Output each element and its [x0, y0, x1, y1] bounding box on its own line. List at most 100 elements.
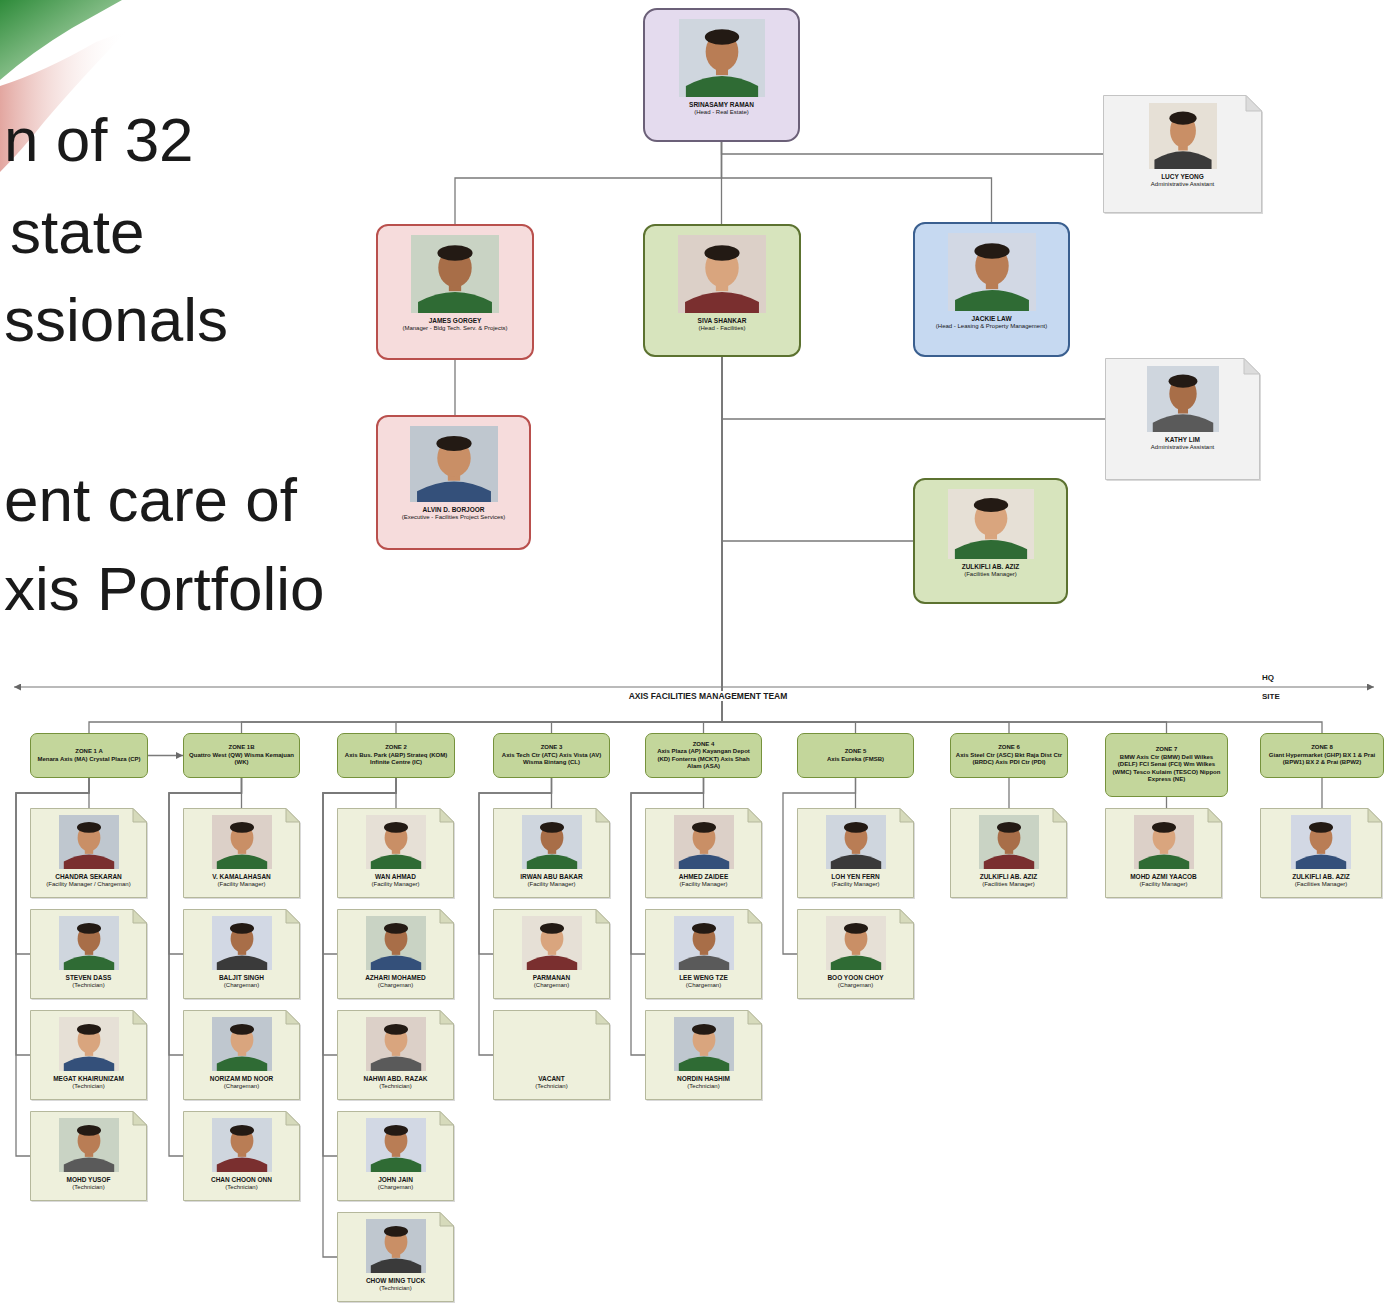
node-subtitle: (Facilities Manager)	[1266, 881, 1376, 889]
portrait-photo	[948, 489, 1034, 559]
portrait-photo	[410, 426, 498, 502]
node-subtitle: (Manager - Bldg Tech. Serv. & Projects)	[384, 325, 526, 333]
node-subtitle: Giant Hypermarket (GHP) BX 1 & Prai (BPW…	[1265, 752, 1379, 767]
leasing-card: JACKIE LAW(Head - Leasing & Property Man…	[913, 222, 1070, 357]
assistant-card: KATHY LIMAdministrative Assistant	[1105, 358, 1260, 480]
slide-text: n of 32	[4, 109, 194, 171]
node-title: PARMANAN	[499, 974, 604, 982]
node-subtitle: (Technician)	[499, 1083, 604, 1091]
zone-box: ZONE 7BMW Axis Ctr (BMW) Dell Wilkes (DE…	[1105, 733, 1228, 797]
zone-box: ZONE 1BQuattro West (QW) Wisma Kemajuan …	[183, 733, 300, 778]
node-subtitle: (Facility Manager)	[343, 881, 448, 889]
assistant-card: LUCY YEONGAdministrative Assistant	[1103, 95, 1262, 213]
staff-card: NORIZAM MD NOOR(Chargeman)	[183, 1010, 300, 1100]
node-subtitle: (Technician)	[189, 1184, 294, 1192]
slide-text: ent care of	[4, 469, 297, 531]
zone-box: ZONE 1 AMenara Axis (MA) Crystal Plaza (…	[30, 733, 148, 778]
facilities-card: SIVA SHANKAR(Head - Facilities)	[643, 224, 801, 357]
node-subtitle: (Executive - Facilities Project Services…	[384, 514, 523, 522]
node-title: ZULKIFLI AB. AZIZ	[956, 873, 1061, 881]
connector-line	[722, 357, 856, 733]
staff-card: AHMED ZAIDEE(Facility Manager)	[645, 808, 762, 898]
connector-line	[722, 357, 1167, 733]
facilities-card: ZULKIFLI AB. AZIZ(Facilities Manager)	[913, 478, 1068, 604]
node-title: ZONE 4	[650, 741, 757, 749]
staff-card: LEE WENG TZE(Chargeman)	[645, 909, 762, 999]
team-band-label: AXIS FACILITIES MANAGEMENT TEAM	[626, 691, 791, 701]
portrait-photo	[366, 1017, 426, 1071]
node-subtitle: (Head - Facilities)	[651, 325, 793, 333]
portrait-photo	[1147, 366, 1219, 432]
staff-card: VACANT(Technician)	[493, 1010, 610, 1100]
node-title: CHOW MING TUCK	[343, 1277, 448, 1285]
node-subtitle: (Chargeman)	[189, 1083, 294, 1091]
staff-card: ZULKIFLI AB. AZIZ(Facilities Manager)	[950, 808, 1067, 898]
connector-line	[722, 357, 913, 541]
node-title: ZONE 3	[498, 744, 605, 752]
portrait-photo	[366, 916, 426, 970]
node-title: ZONE 2	[342, 744, 450, 752]
staff-card: ZULKIFLI AB. AZIZ(Facilities Manager)	[1260, 808, 1382, 898]
zone-box: ZONE 6Axis Steel Ctr (ASC) Bkt Raja Dist…	[950, 733, 1068, 778]
node-title: NORIZAM MD NOOR	[189, 1075, 294, 1083]
node-subtitle: (Facility Manager)	[803, 881, 908, 889]
node-subtitle: Axis Steel Ctr (ASC) Bkt Raja Dist Ctr (…	[955, 752, 1063, 767]
slide-text: state	[10, 201, 144, 263]
node-subtitle: (Technician)	[36, 982, 141, 990]
staff-card: BALJIT SINGH(Chargeman)	[183, 909, 300, 999]
staff-card: CHANDRA SEKARAN(Facility Manager / Charg…	[30, 808, 147, 898]
staff-card: BOO YOON CHOY(Chargeman)	[797, 909, 914, 999]
portrait-photo	[522, 916, 582, 970]
node-subtitle: (Technician)	[36, 1083, 141, 1091]
staff-card: IRWAN ABU BAKAR(Facility Manager)	[493, 808, 610, 898]
connector-line	[704, 357, 723, 733]
portrait-photo	[1291, 815, 1351, 869]
node-title: AZHARI MOHAMED	[343, 974, 448, 982]
node-title: MOHD AZMI YAACOB	[1111, 873, 1216, 881]
node-title: ZULKIFLI AB. AZIZ	[1266, 873, 1376, 881]
node-subtitle: (Technician)	[343, 1285, 448, 1293]
node-title: MOHD YUSOF	[36, 1176, 141, 1184]
node-title: JAMES GORGEY	[384, 317, 526, 325]
node-title: SRINASAMY RAMAN	[651, 101, 792, 109]
connector-line	[722, 142, 992, 222]
node-subtitle: (Facility Manager)	[499, 881, 604, 889]
connector-line	[1321, 778, 1322, 808]
portrait-photo	[59, 1017, 119, 1071]
node-title: MEGAT KHAIRUNIZAM	[36, 1075, 141, 1083]
zone-box: ZONE 8Giant Hypermarket (GHP) BX 1 & Pra…	[1260, 733, 1384, 778]
staff-card: STEVEN DASS(Technician)	[30, 909, 147, 999]
node-title: BOO YOON CHOY	[803, 974, 908, 982]
node-title: AHMED ZAIDEE	[651, 873, 756, 881]
slide-text: ssionals	[4, 289, 228, 351]
node-title: STEVEN DASS	[36, 974, 141, 982]
connector-line	[89, 357, 722, 733]
node-subtitle: (Facility Manager)	[189, 881, 294, 889]
connector-line	[454, 360, 455, 415]
portrait-photo	[948, 233, 1036, 311]
zone-box: ZONE 5Axis Eureka (FMSB)	[797, 733, 914, 778]
node-title: JACKIE LAW	[921, 315, 1062, 323]
staff-card: CHAN CHOON ONN(Technician)	[183, 1111, 300, 1201]
staff-card: NAHWI ABD. RAZAK(Technician)	[337, 1010, 454, 1100]
node-subtitle: Axis Eureka (FMSB)	[802, 756, 909, 764]
portrait-photo	[212, 1118, 272, 1172]
node-subtitle: BMW Axis Ctr (BMW) Dell Wilkes (DELF) FC…	[1110, 754, 1223, 784]
connector-line	[722, 142, 1104, 154]
node-title: KATHY LIM	[1113, 436, 1252, 444]
manager-card: ALVIN D. BORJOOR(Executive - Facilities …	[376, 415, 531, 550]
portrait-photo	[212, 916, 272, 970]
node-subtitle: (Facility Manager)	[651, 881, 756, 889]
connector-line	[455, 142, 722, 224]
portrait-photo	[212, 815, 272, 869]
node-title: ZONE 1 A	[35, 748, 143, 756]
zone-box: ZONE 4Axis Plaza (AP) Kayangan Depot (KD…	[645, 733, 762, 778]
connector-line	[722, 357, 1322, 733]
divider-label: HQ	[1262, 673, 1274, 683]
staff-card: MOHD AZMI YAACOB(Facility Manager)	[1105, 808, 1222, 898]
node-subtitle: (Head - Real Estate)	[651, 109, 792, 117]
portrait-photo	[411, 235, 499, 313]
node-subtitle: (Chargeman)	[499, 982, 604, 990]
staff-card: V. KAMALAHASAN(Facility Manager)	[183, 808, 300, 898]
